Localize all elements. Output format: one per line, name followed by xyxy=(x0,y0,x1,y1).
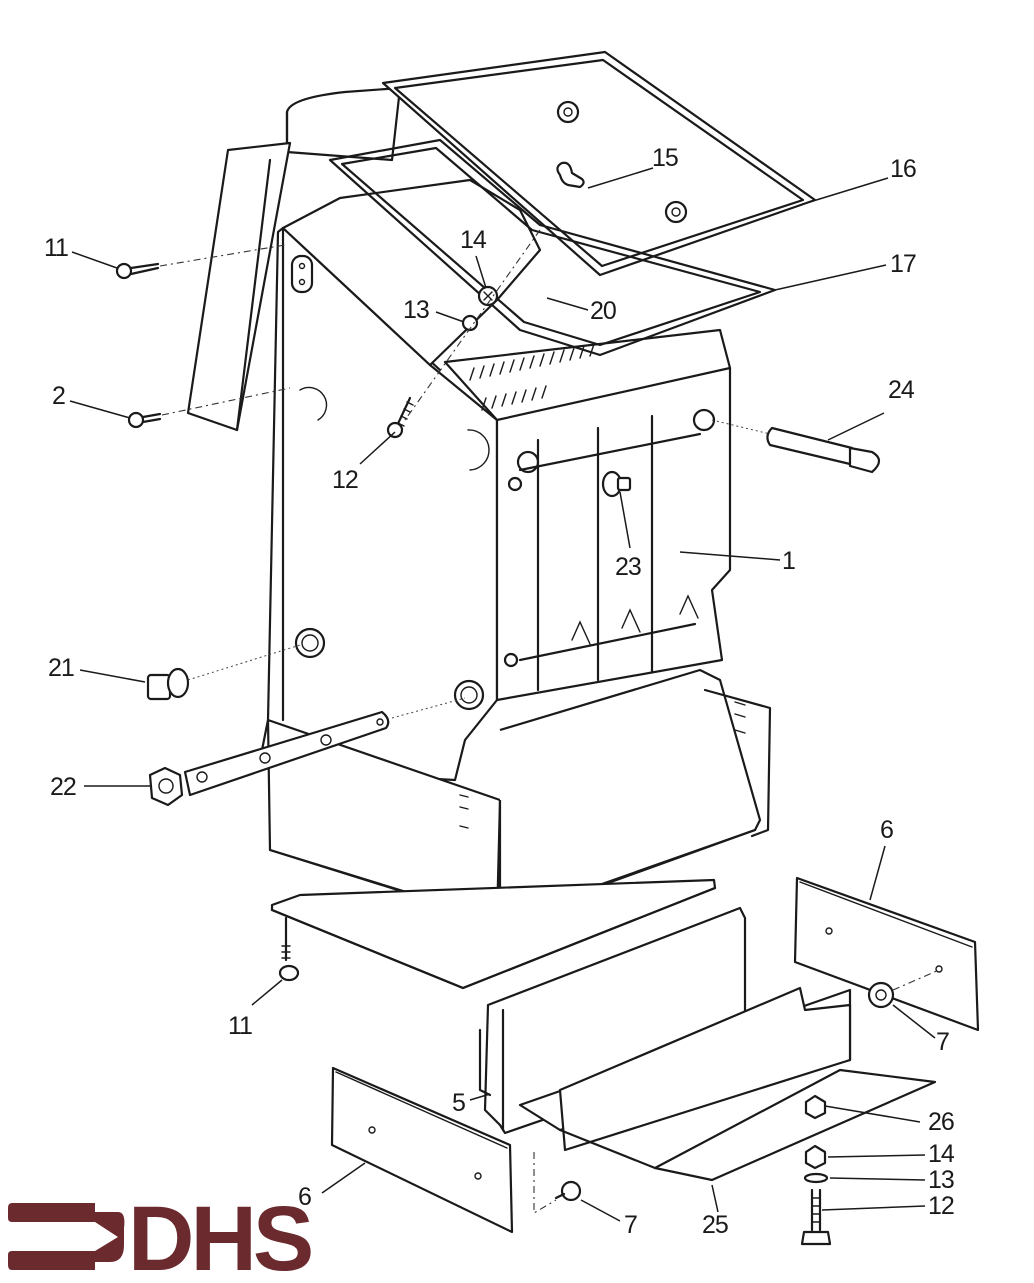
base-plate xyxy=(270,878,717,990)
screw-2 xyxy=(127,387,291,429)
callout-11-top: 11 xyxy=(44,234,68,262)
arrow-right-icon xyxy=(8,1203,125,1270)
flue-collar xyxy=(285,86,402,162)
top-hardware xyxy=(386,229,541,439)
callout-labels: 16 17 15 14 13 20 11 2 12 24 23 1 21 22 … xyxy=(44,144,956,1239)
callout-21: 21 xyxy=(48,654,74,682)
callout-12-bottom: 12 xyxy=(928,1192,954,1220)
leader-lines xyxy=(69,167,936,1222)
callout-2: 2 xyxy=(52,382,65,410)
callout-14-bottom: 14 xyxy=(928,1140,955,1168)
combustion-chamber xyxy=(266,668,772,924)
side-panel-right xyxy=(793,876,980,1032)
pocket-24 xyxy=(711,419,881,474)
callout-24: 24 xyxy=(888,376,915,404)
dhs-logo: DHS xyxy=(8,1188,315,1283)
callout-25: 25 xyxy=(702,1211,728,1239)
callout-13-top: 13 xyxy=(403,296,429,324)
plug-21 xyxy=(146,644,301,701)
flue-deflector-plate xyxy=(186,141,292,432)
callout-23: 23 xyxy=(615,553,641,581)
callout-14-top: 14 xyxy=(460,226,487,254)
fastener-stack xyxy=(800,1094,832,1246)
burner-25 xyxy=(518,986,937,1182)
side-panel-left xyxy=(330,1066,514,1234)
callout-7-left: 7 xyxy=(624,1211,637,1239)
callout-11-bottom: 11 xyxy=(228,1012,252,1040)
callout-16: 16 xyxy=(890,155,916,183)
heat-exchanger-sections xyxy=(443,328,732,702)
callout-12-top: 12 xyxy=(332,466,358,494)
callout-7-right: 7 xyxy=(936,1028,949,1056)
callout-22: 22 xyxy=(50,773,76,801)
callout-1: 1 xyxy=(782,547,795,575)
screw-7-left xyxy=(533,1152,582,1214)
callout-6-left: 6 xyxy=(298,1183,311,1211)
plug-23 xyxy=(601,470,632,498)
callout-13-bottom: 13 xyxy=(928,1166,954,1194)
callout-15: 15 xyxy=(652,144,678,172)
tube-22 xyxy=(148,697,466,807)
callout-17: 17 xyxy=(890,250,916,278)
callout-26: 26 xyxy=(928,1108,954,1136)
callout-20: 20 xyxy=(590,297,616,325)
logo-text: DHS xyxy=(128,1188,311,1283)
callout-5: 5 xyxy=(452,1089,465,1117)
callout-6-right: 6 xyxy=(880,816,893,844)
screw-11-bottom xyxy=(278,916,300,982)
screw-11-top xyxy=(115,244,286,280)
